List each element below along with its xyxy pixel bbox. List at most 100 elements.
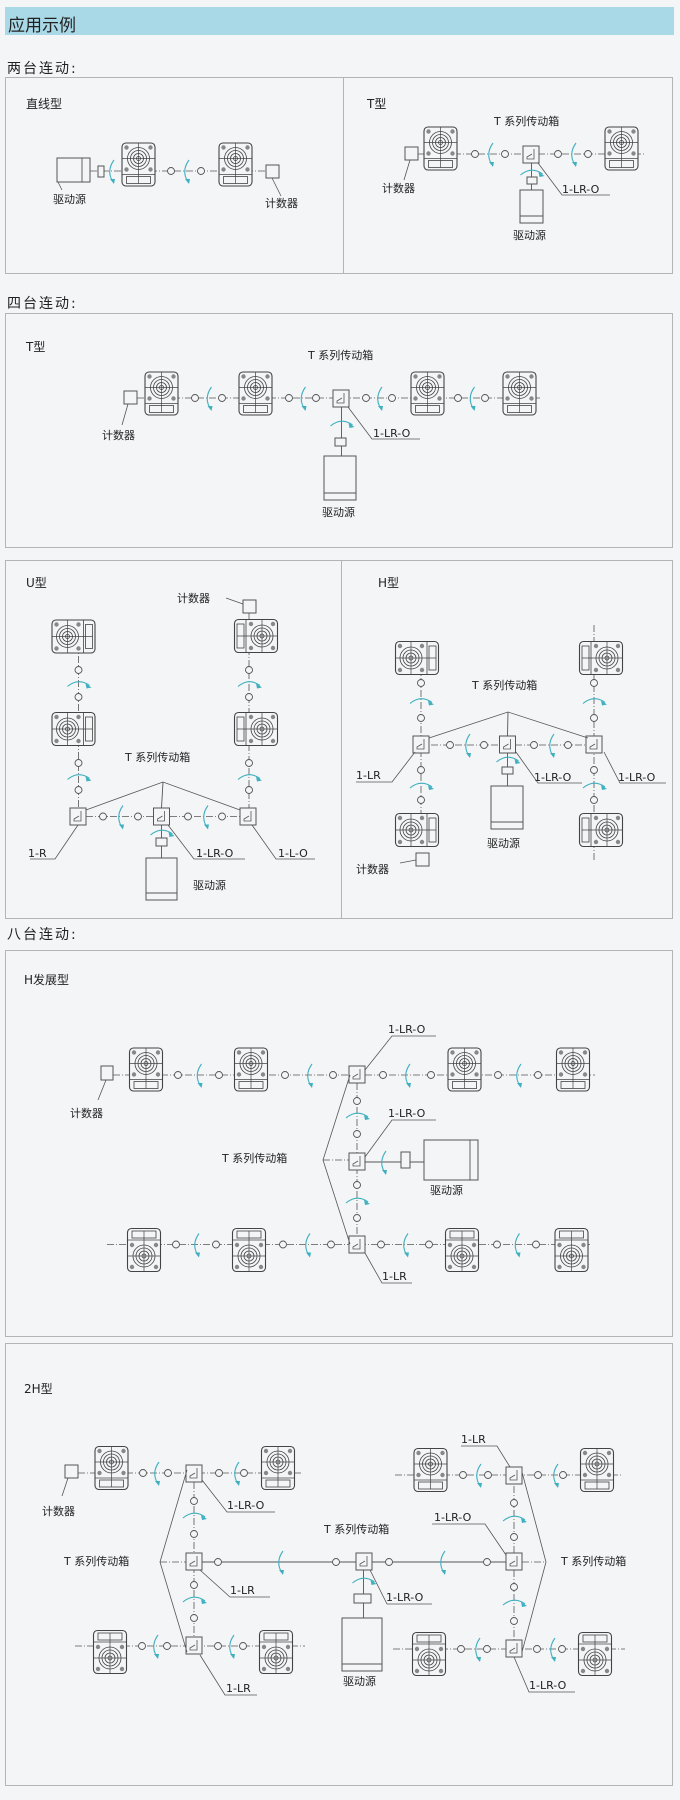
panel-eight-2h	[5, 1343, 673, 1786]
bolt	[155, 1050, 161, 1055]
arrowhead-icon	[308, 1083, 313, 1088]
coupling-circle	[558, 1645, 566, 1653]
arrowhead-icon	[201, 1599, 207, 1604]
arrowhead-icon	[476, 1657, 481, 1662]
arrowhead-icon	[521, 1518, 527, 1523]
rotation-arrow-icon	[409, 782, 433, 789]
diagram-title: T型	[366, 97, 386, 111]
coupling-circle	[454, 394, 462, 402]
bolt	[234, 1264, 240, 1270]
bolt	[265, 396, 270, 401]
bolt	[270, 714, 276, 720]
panel-divider	[343, 77, 344, 274]
rotary-table-unit	[231, 1227, 267, 1273]
arrowhead-icon	[235, 1481, 240, 1486]
leader-line	[121, 403, 129, 426]
model-label: 1-LR-O	[227, 1499, 265, 1512]
coupling-circle	[417, 766, 425, 774]
rotary-table-unit	[128, 1047, 164, 1092]
leader-line	[251, 824, 315, 860]
bolt	[54, 646, 59, 651]
counter-label: 计数器	[42, 1505, 75, 1518]
gear-icon	[157, 811, 165, 822]
leader-line	[199, 1569, 270, 1598]
coupling-circle	[138, 1642, 146, 1650]
coupling-circle	[184, 812, 192, 821]
arrowhead-icon	[185, 179, 190, 184]
bolt	[248, 714, 254, 720]
coupling-circle	[484, 1471, 492, 1479]
coupling-circle	[215, 1071, 223, 1079]
rotary-table-unit	[51, 619, 96, 654]
rotation-arrow-icon	[300, 386, 306, 410]
bolt	[258, 1242, 264, 1248]
tbox-label: T 系列传动箱	[307, 348, 373, 362]
leader-line	[159, 1469, 188, 1653]
coupling-circle	[457, 1645, 465, 1653]
bolt	[615, 815, 621, 821]
rotary-table-unit	[555, 1047, 591, 1092]
rotation-arrow-icon	[67, 681, 90, 687]
leader-line	[364, 1252, 412, 1284]
bolt	[426, 151, 431, 156]
coupling-circle	[174, 1071, 182, 1079]
leader-line	[369, 1569, 432, 1605]
arrowhead-icon	[514, 759, 521, 764]
coupling-circle	[494, 1071, 502, 1079]
rotation-arrow-icon	[182, 1512, 206, 1519]
model-label: 1-L-O	[278, 847, 308, 860]
bolt	[248, 738, 254, 744]
rotary-table-unit	[394, 812, 440, 848]
bolt	[419, 667, 425, 673]
bolt	[147, 396, 152, 401]
coupling-circle	[190, 1530, 198, 1538]
bolt	[582, 1472, 588, 1478]
leader-line	[521, 1471, 547, 1653]
coupling-circle	[329, 1071, 337, 1079]
coupling-circle	[427, 1071, 435, 1079]
bolt	[119, 1644, 125, 1650]
bolt	[529, 396, 534, 401]
coupling-circle	[279, 1240, 287, 1249]
rotation-arrow-icon	[67, 774, 90, 780]
coupling	[334, 437, 347, 447]
rotation-arrow-icon	[237, 774, 261, 780]
arrowhead-icon	[572, 162, 577, 167]
coupling-circle	[554, 150, 562, 158]
coupling-circle	[245, 666, 253, 674]
bolt	[615, 643, 621, 649]
coupling-circle	[197, 167, 205, 175]
rotary-table-unit	[94, 1445, 129, 1491]
arrowhead-icon	[538, 172, 545, 177]
bolt	[582, 1072, 588, 1077]
bolt	[426, 129, 431, 134]
coupling-circle	[388, 394, 396, 402]
rotary-table-unit	[233, 711, 279, 747]
coupling-circle	[510, 1499, 518, 1507]
counter-box	[265, 164, 280, 179]
arrowhead-icon	[551, 1657, 556, 1662]
rotary-table-unit	[411, 1631, 447, 1677]
arrowhead-icon	[195, 1252, 200, 1258]
section-four-units: 四台连动:	[7, 296, 78, 312]
coupling-circle	[501, 150, 509, 158]
bolt	[171, 396, 176, 401]
arrowhead-icon	[441, 1570, 446, 1575]
section-eight-units: 八台连动:	[7, 927, 78, 943]
bolt	[413, 374, 418, 379]
coupling-circle	[74, 666, 83, 674]
counter-box	[415, 852, 430, 867]
rotation-arrow-icon	[345, 1112, 369, 1119]
bolt	[245, 145, 250, 150]
model-label: 1-R	[28, 847, 47, 860]
gear-icon	[416, 739, 425, 750]
coupling-circle	[510, 1533, 518, 1541]
arrowhead-icon	[85, 683, 92, 689]
rotary-table-unit	[578, 812, 624, 848]
arrowhead-icon	[110, 179, 115, 184]
rotary-table-unit	[579, 1447, 615, 1493]
bolt	[615, 667, 621, 673]
coupling-circle	[285, 394, 293, 402]
rotary-table-unit	[126, 1227, 162, 1273]
gear-icon	[352, 1239, 361, 1250]
